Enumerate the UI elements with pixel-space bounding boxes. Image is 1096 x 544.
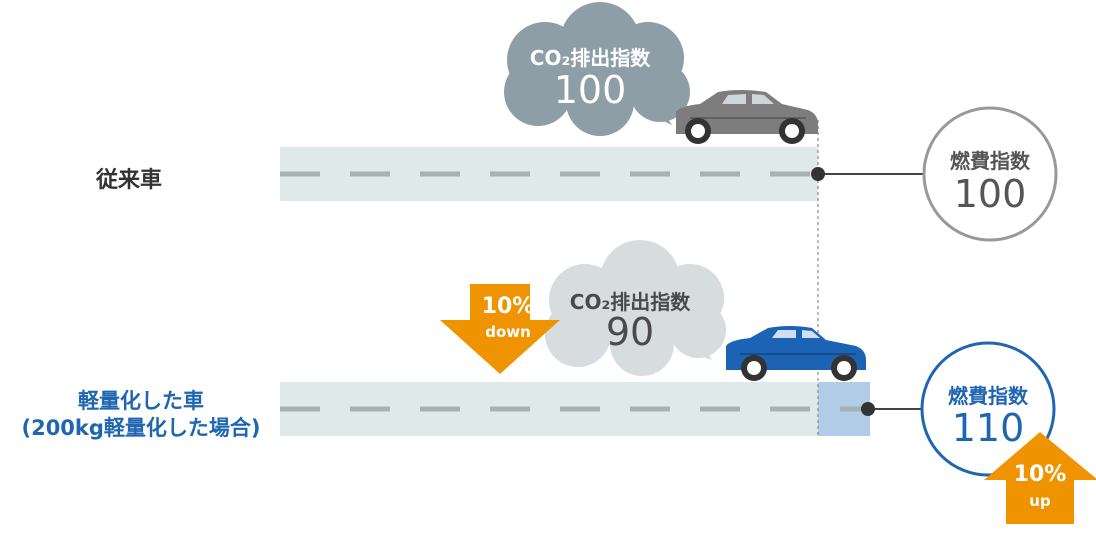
co2-conventional-value: 100: [553, 68, 627, 112]
down-arrow-word: down: [485, 323, 531, 341]
fuel-conventional-label: 燃費指数: [950, 149, 1030, 173]
lightweight-car-label-line2: (200kg軽量化した場合): [21, 416, 261, 440]
co2-lightweight-value: 90: [605, 310, 655, 354]
lightweight-car-label-line1: 軽量化した車: [78, 389, 204, 413]
fuel-conventional-value: 100: [953, 172, 1027, 216]
gray-car-icon: [676, 90, 818, 144]
lightweight-connector-dot: [861, 402, 875, 416]
up-arrow-icon: [984, 432, 1096, 524]
down-arrow-percent: 10%: [481, 294, 535, 319]
co2-conventional-label: CO₂排出指数: [529, 46, 651, 70]
co2-lightweight-label: CO₂排出指数: [569, 290, 691, 314]
blue-car-icon: [726, 326, 866, 381]
fuel-lightweight-value: 110: [951, 406, 1025, 450]
fuel-lightweight-label: 燃費指数: [948, 384, 1028, 408]
fuel-circle-conventional: [922, 106, 1058, 242]
up-arrow-percent: 10%: [1013, 462, 1067, 487]
conventional-car-label: 従来車: [96, 168, 163, 193]
up-arrow-word: up: [1029, 492, 1051, 510]
down-arrow-icon: [440, 284, 560, 374]
conventional-connector-dot: [811, 167, 825, 181]
co2-cloud-conventional: [504, 2, 690, 136]
lightweight-car-label: 軽量化した車 (200kg軽量化した場合): [0, 388, 282, 442]
fuel-circle-lightweight: [920, 341, 1056, 477]
co2-cloud-lightweight: [545, 240, 726, 376]
